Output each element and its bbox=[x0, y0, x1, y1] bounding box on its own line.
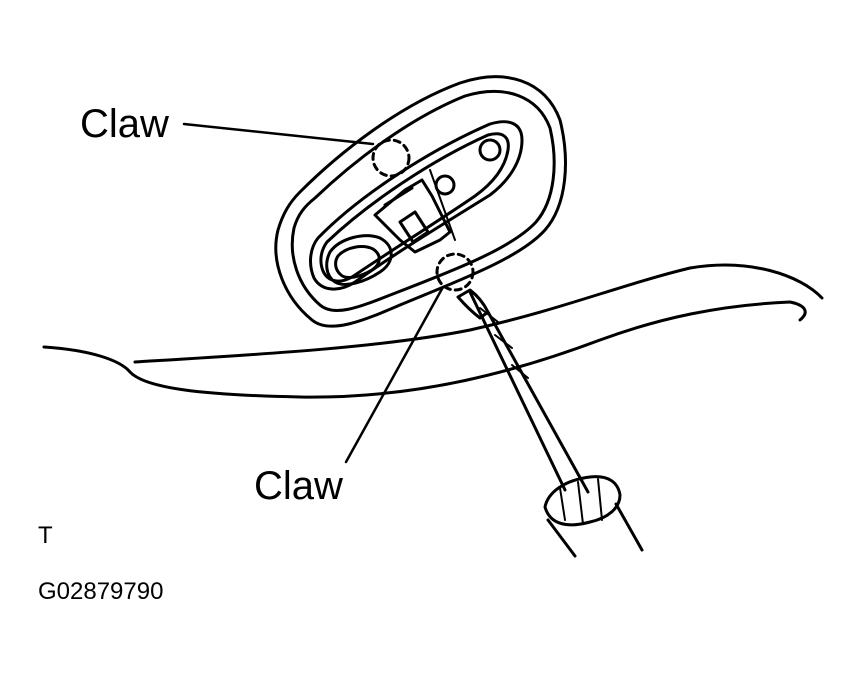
pull-pocket-inner bbox=[334, 245, 381, 279]
screwdriver bbox=[456, 288, 644, 558]
recess-inner bbox=[319, 132, 510, 283]
screwdriver-tip bbox=[456, 288, 490, 320]
mount-hole-top bbox=[478, 138, 502, 162]
collar-flutes bbox=[559, 478, 603, 525]
bezel-inner-rim bbox=[290, 89, 556, 313]
bezel-outer bbox=[274, 75, 567, 328]
lever-body bbox=[373, 178, 452, 254]
recess-hairline bbox=[429, 169, 456, 241]
claw-marker-top bbox=[371, 138, 411, 178]
handle-recess bbox=[309, 120, 524, 291]
screwdriver-collar bbox=[543, 475, 622, 527]
lever-tab bbox=[398, 210, 430, 244]
leader-line-bottom bbox=[344, 285, 445, 464]
lever-ridge bbox=[383, 186, 414, 207]
claw-marker-bottom bbox=[435, 252, 475, 292]
claw-label-top: Claw bbox=[80, 102, 169, 146]
claw-label-bottom: Claw bbox=[254, 464, 343, 508]
mount-hole-mid bbox=[434, 174, 456, 196]
pull-pocket-outer bbox=[325, 234, 393, 286]
screwdriver-grip bbox=[546, 502, 644, 558]
trim-line-lower bbox=[42, 300, 807, 399]
figure-code: G02879790 bbox=[38, 578, 164, 605]
recess-outer bbox=[309, 120, 524, 291]
trim-line-upper bbox=[133, 263, 824, 364]
door-handle-bezel bbox=[274, 75, 567, 328]
screwdriver-shaft bbox=[468, 290, 590, 494]
shaft-ridges bbox=[479, 307, 529, 379]
view-marker: T bbox=[38, 522, 53, 549]
claw-markers bbox=[182, 122, 475, 464]
door-trim-lines bbox=[42, 263, 824, 399]
leader-line-top bbox=[182, 122, 375, 146]
